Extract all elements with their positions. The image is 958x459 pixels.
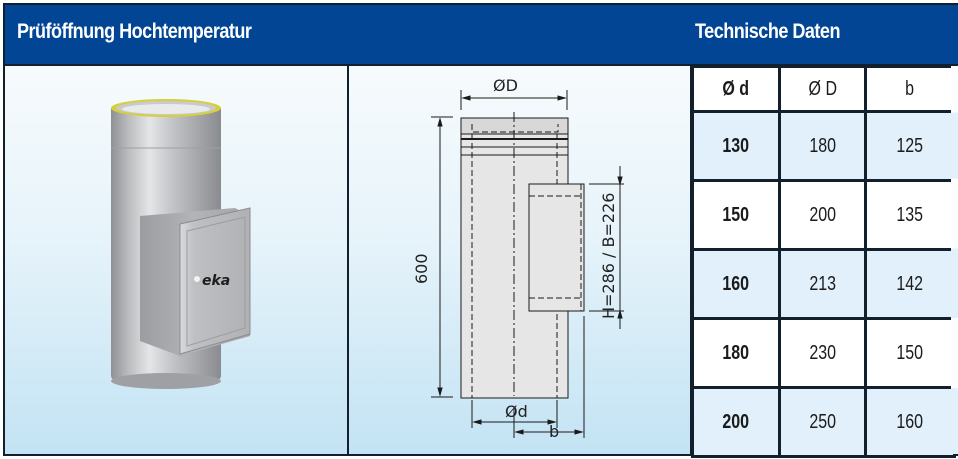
table-row: 200 250 160 bbox=[691, 386, 956, 458]
inner-diameter-label: Ød bbox=[505, 402, 528, 421]
header-bar: Prüföffnung Hochtemperatur Technische Da… bbox=[5, 5, 958, 64]
technical-drawing: ØD 600 H=286 / B=226 Ød b bbox=[412, 76, 624, 441]
outer-diameter-label: ØD bbox=[493, 76, 518, 95]
column-header-b: b bbox=[864, 65, 956, 113]
table-row: 160 213 142 bbox=[691, 248, 956, 320]
cell-b: 142 bbox=[864, 248, 956, 320]
cell-inner-diameter: 200 bbox=[691, 386, 781, 458]
column-header-inner-diameter: Ø d bbox=[691, 65, 781, 113]
cell-inner-diameter: 130 bbox=[691, 110, 781, 182]
b-dimension-label: b bbox=[549, 422, 559, 441]
brand-logo: eka bbox=[202, 273, 230, 289]
cell-inner-diameter: 150 bbox=[691, 179, 781, 251]
column-header-outer-diameter: Ø D bbox=[778, 65, 867, 113]
cell-inner-diameter: 180 bbox=[691, 317, 781, 389]
cell-outer-diameter: 200 bbox=[778, 179, 867, 251]
height-label: 600 bbox=[412, 253, 431, 284]
technical-data-title: Technische Daten bbox=[695, 20, 840, 43]
cell-outer-diameter: 213 bbox=[778, 248, 867, 320]
technical-data-table-area: Ø d Ø D b 130 180 125 150 200 135 160 21… bbox=[691, 65, 958, 458]
cell-b: 160 bbox=[864, 386, 956, 458]
product-photo: eka bbox=[111, 99, 251, 389]
door-size-label: H=286 / B=226 bbox=[599, 193, 618, 319]
product-photo-panel: eka bbox=[5, 66, 347, 454]
technical-drawing-panel: ØD 600 H=286 / B=226 Ød b bbox=[349, 66, 690, 454]
cell-b: 125 bbox=[864, 110, 956, 182]
table-header-row: Ø d Ø D b bbox=[691, 65, 956, 113]
table-edge-column bbox=[951, 66, 958, 454]
cell-outer-diameter: 230 bbox=[778, 317, 867, 389]
cell-outer-diameter: 250 bbox=[778, 386, 867, 458]
cell-b: 135 bbox=[864, 179, 956, 251]
product-title: Prüföffnung Hochtemperatur bbox=[17, 20, 252, 43]
inspection-door bbox=[179, 207, 251, 355]
technical-data-table: Ø d Ø D b 130 180 125 150 200 135 160 21… bbox=[691, 65, 956, 458]
table-row: 130 180 125 bbox=[691, 110, 956, 182]
cell-inner-diameter: 160 bbox=[691, 248, 781, 320]
door-handle-icon bbox=[194, 276, 200, 282]
table-row: 150 200 135 bbox=[691, 179, 956, 251]
cell-outer-diameter: 180 bbox=[778, 110, 867, 182]
cell-b: 150 bbox=[864, 317, 956, 389]
table-row: 180 230 150 bbox=[691, 317, 956, 389]
